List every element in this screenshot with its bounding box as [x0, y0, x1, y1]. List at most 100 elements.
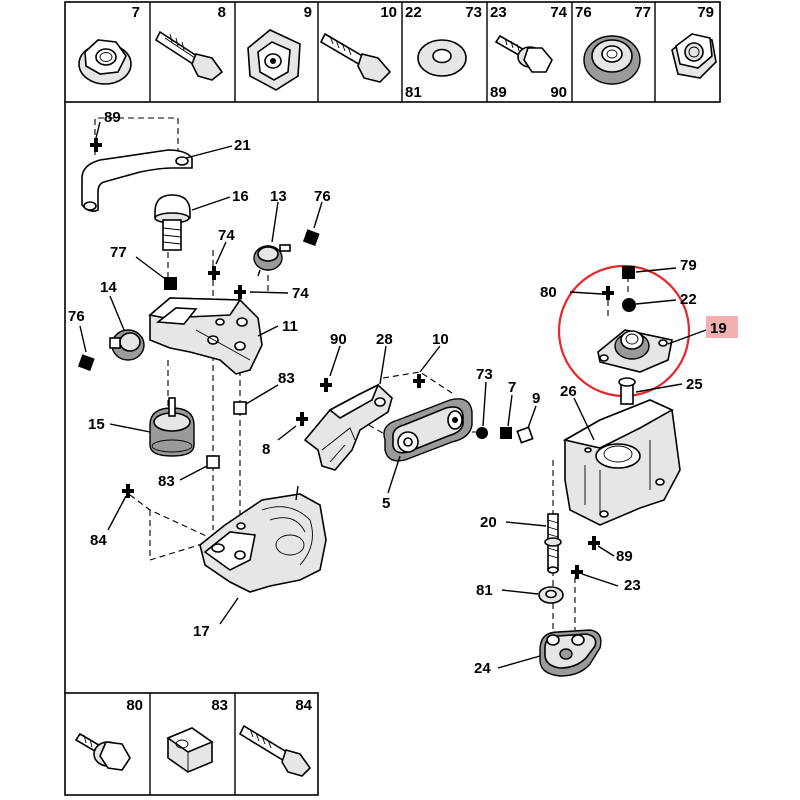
highlighted-part-label: 19 — [710, 320, 727, 337]
highlight-badge — [706, 316, 738, 338]
bolt-cross-84 — [122, 484, 134, 498]
callout-label: 11 — [282, 318, 298, 335]
top-cell-label: 7 — [132, 4, 140, 21]
top-cell-label: 23 — [490, 4, 507, 21]
bottom-cell-label: 80 — [126, 697, 143, 714]
hydraulic-mount-15 — [149, 397, 195, 457]
callout-label: 74 — [292, 285, 309, 302]
top-cell-label: 74 — [550, 4, 567, 21]
callout-label: 15 — [88, 416, 105, 433]
nut-square-77 — [164, 277, 177, 290]
gearbox-carrier-17 — [199, 485, 327, 593]
rubber-bushing-icon — [583, 35, 641, 85]
callout-label: 84 — [90, 532, 107, 549]
rubber-stud-13 — [253, 244, 291, 277]
callout-label: 17 — [193, 623, 210, 640]
torque-rod-5 — [383, 398, 473, 462]
callout-label: 5 — [382, 495, 390, 512]
engine-bracket-11 — [148, 297, 263, 375]
top-cell-label: 8 — [218, 4, 226, 21]
clip-nut-icon — [247, 29, 301, 91]
callout-label: 24 — [474, 660, 491, 677]
callout-label: 16 — [232, 188, 249, 205]
bottom-cell-label: 84 — [295, 697, 312, 714]
center-torque-rod-assembly — [303, 371, 534, 471]
callout-label: 23 — [624, 577, 641, 594]
sleeve-83-upper — [233, 401, 247, 415]
callout-label: 7 — [508, 379, 516, 396]
callout-label: 9 — [532, 390, 540, 407]
callout-label: 79 — [680, 257, 697, 274]
top-cell-label: 90 — [550, 84, 567, 101]
bottom-cell-label: 83 — [211, 697, 228, 714]
callout-label: 89 — [616, 548, 633, 565]
callout-label: 25 — [686, 376, 703, 393]
flange-bolt-icon — [74, 732, 131, 771]
bolt-cross-8 — [296, 412, 308, 426]
washer-81 — [538, 586, 564, 604]
pin-25 — [618, 377, 636, 405]
bolt-cross-74 — [208, 266, 220, 280]
flat-washer-icon — [417, 39, 467, 77]
callout-label: 83 — [158, 473, 175, 490]
bolt-cross-89b — [588, 536, 600, 550]
top-cell-label: 10 — [380, 4, 397, 21]
torque-bracket-28 — [303, 383, 393, 471]
bolt-cross-90 — [320, 378, 332, 392]
callout-label: 76 — [314, 188, 331, 205]
callout-labels: 89 21 16 13 76 77 74 74 14 76 11 83 15 8… — [68, 109, 738, 677]
bolt-cross-23 — [571, 565, 583, 579]
callout-label: 13 — [270, 188, 287, 205]
nut-symbol-7 — [500, 427, 512, 439]
bottom-hardware-bar: 80 83 84 — [64, 692, 319, 796]
hex-bolt-icon — [154, 30, 224, 81]
callout-label: 20 — [480, 514, 497, 531]
strap-bracket-21 — [81, 149, 193, 212]
callout-label: 8 — [262, 441, 270, 458]
flange-bolt-icon — [494, 34, 553, 73]
nut-square-76b — [77, 354, 95, 371]
callout-label: 28 — [376, 331, 393, 348]
long-bolt-icon — [238, 724, 312, 777]
callout-label: 22 — [680, 291, 697, 308]
top-cell-label: 79 — [697, 4, 714, 21]
lower-mount-24 — [539, 629, 602, 677]
callout-label: 26 — [560, 383, 577, 400]
washer-symbol-73 — [476, 427, 488, 439]
bolt-cross-74b — [234, 285, 246, 299]
top-cell-label: 81 — [405, 84, 422, 101]
flange-nut-icon — [78, 39, 132, 85]
top-cell-label: 22 — [405, 4, 422, 21]
locking-nut-icon — [671, 33, 717, 79]
top-cell-label: 9 — [304, 4, 312, 21]
callout-label: 73 — [476, 366, 493, 383]
bolt-cross-80 — [602, 286, 614, 300]
callout-label: 83 — [278, 370, 295, 387]
upper-mount-19 — [597, 329, 673, 373]
washer-symbol-22 — [622, 298, 636, 312]
top-cell-label: 76 — [575, 4, 592, 21]
callout-label: 14 — [100, 279, 117, 296]
callout-label: 90 — [330, 331, 347, 348]
long-bolt-icon — [319, 32, 392, 83]
top-hardware-bar: 7 8 9 10 22 73 81 23 74 89 90 76 77 79 — [64, 1, 721, 103]
spacer-sleeve-icon — [166, 727, 214, 773]
top-cell-label: 73 — [465, 4, 482, 21]
top-cell-label: 77 — [634, 4, 651, 21]
stud-20 — [544, 513, 562, 574]
callout-label: 80 — [540, 284, 557, 301]
domed-screw-16 — [154, 194, 191, 251]
bolt-cross-89 — [90, 138, 102, 152]
callout-label: 89 — [104, 109, 121, 126]
top-cell-label: 89 — [490, 84, 507, 101]
right-mount-assembly — [538, 264, 691, 677]
left-mount-assembly — [81, 117, 327, 593]
clip-symbol-9 — [516, 426, 534, 444]
rubber-mount-14 — [109, 329, 145, 361]
bolt-cross-10 — [413, 374, 425, 388]
callout-label: 21 — [234, 137, 251, 154]
callout-label: 74 — [218, 227, 235, 244]
leader-lines — [79, 121, 707, 669]
nut-square-76 — [302, 229, 320, 246]
